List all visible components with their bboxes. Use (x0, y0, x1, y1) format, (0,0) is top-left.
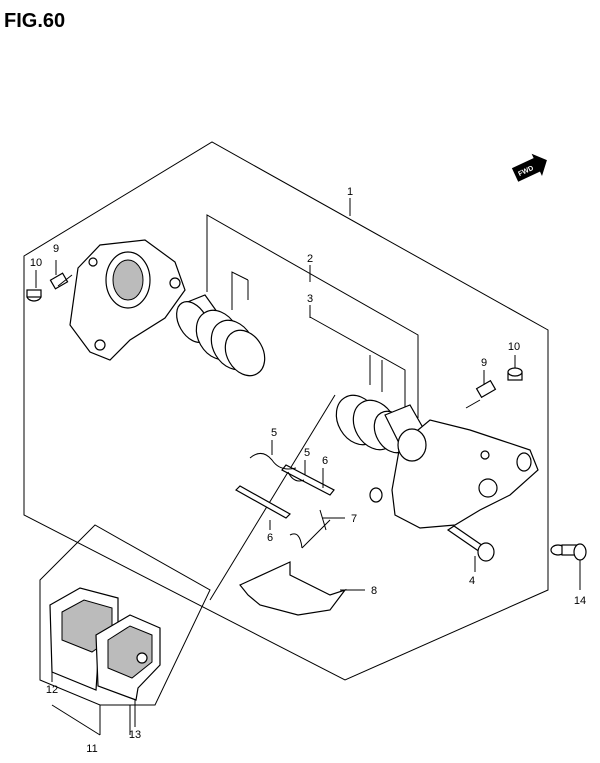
piston-boundary-2 (206, 214, 419, 418)
figure-title: FIG.60 (4, 10, 65, 32)
bleeder-cap-right (507, 367, 523, 381)
callout-6b: 6 (267, 532, 273, 544)
leader-lines (35, 198, 581, 727)
brake-pad-inner (95, 614, 161, 701)
caliper-half-left (69, 239, 186, 361)
pad-holder-plate (239, 561, 347, 616)
callout-7: 7 (351, 513, 357, 525)
mounting-bolt (550, 543, 587, 561)
callout-5a: 5 (271, 427, 277, 439)
fwd-arrow-icon: FWD (511, 153, 547, 182)
pad-kit-boundary (39, 524, 211, 706)
callout-3: 3 (307, 293, 313, 305)
pad-pin-lower (235, 485, 291, 519)
assembly-boundary (23, 141, 549, 681)
callout-14: 14 (574, 595, 586, 607)
caliper-bolt (446, 525, 495, 562)
piston-boundary-3 (231, 271, 249, 310)
bleeder-valve-right (465, 379, 497, 409)
bleeder-cap-left (26, 289, 42, 302)
callout-13: 13 (129, 729, 141, 741)
callout-9a: 9 (53, 243, 59, 255)
caliper-half-right (369, 419, 539, 529)
callout-9b: 9 (481, 357, 487, 369)
bleeder-valve-left (49, 272, 73, 290)
pad-spring (289, 509, 331, 549)
callout-10a: 10 (30, 257, 42, 269)
callout-5b: 5 (304, 447, 310, 459)
callout-12: 12 (46, 684, 58, 696)
piston-left (176, 294, 266, 377)
pin-clip (249, 453, 305, 482)
callout-11: 11 (86, 743, 97, 755)
callout-1: 1 (347, 186, 353, 198)
callout-8: 8 (371, 585, 377, 597)
pad-pin-upper (281, 464, 335, 496)
callout-2: 2 (307, 253, 313, 265)
callout-10b: 10 (508, 341, 520, 353)
callout-6a: 6 (322, 455, 328, 467)
callout-4: 4 (469, 575, 475, 587)
